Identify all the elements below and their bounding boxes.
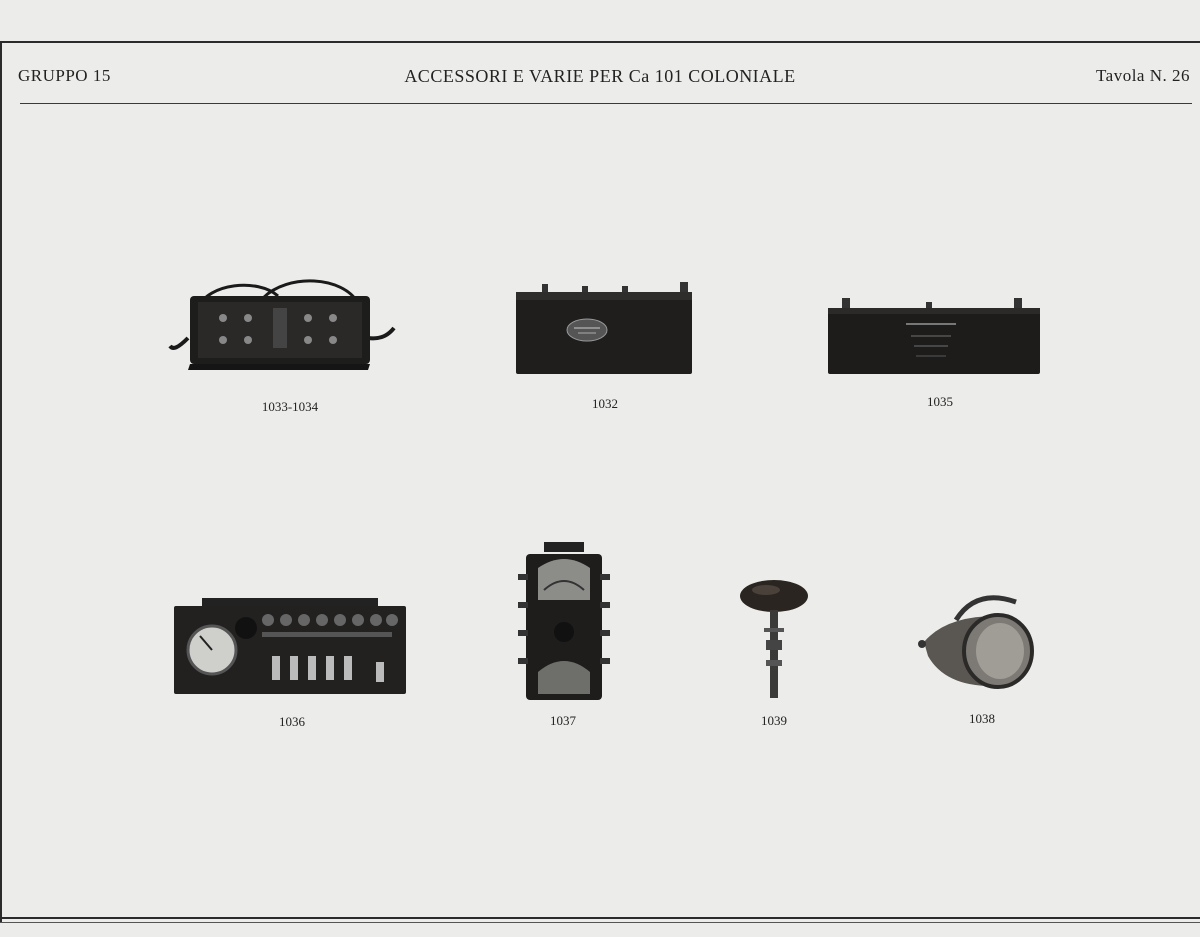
- frame-bottom-border: [0, 917, 1200, 919]
- control-handle-image: [736, 576, 812, 702]
- caption-1039: 1039: [761, 713, 787, 728]
- switch-unit-image: [516, 540, 612, 704]
- caption-1033-1034: 1033-1034: [261, 399, 319, 414]
- caption-1036: 1036: [279, 714, 305, 729]
- wide-battery-image: [826, 296, 1042, 376]
- plate-number: Tavola N. 26: [1095, 66, 1190, 85]
- junction-box-image: [168, 278, 398, 378]
- control-panel-image: [172, 598, 408, 696]
- frame-top-border: [0, 41, 1200, 43]
- header-rule: [20, 103, 1192, 104]
- caption-1037: 1037: [550, 713, 576, 728]
- searchlight-image: [916, 592, 1040, 696]
- page-title: ACCESSORI E VARIE PER Ca 101 COLONIALE: [404, 66, 796, 86]
- frame-bottom-border-secondary: [0, 922, 1200, 923]
- frame-left-border: [0, 41, 2, 923]
- caption-1038: 1038: [969, 711, 995, 726]
- battery-box-image: [512, 282, 696, 378]
- group-label: GRUPPO 15: [18, 66, 111, 85]
- caption-1032: 1032: [592, 396, 618, 411]
- caption-1035: 1035: [927, 394, 953, 409]
